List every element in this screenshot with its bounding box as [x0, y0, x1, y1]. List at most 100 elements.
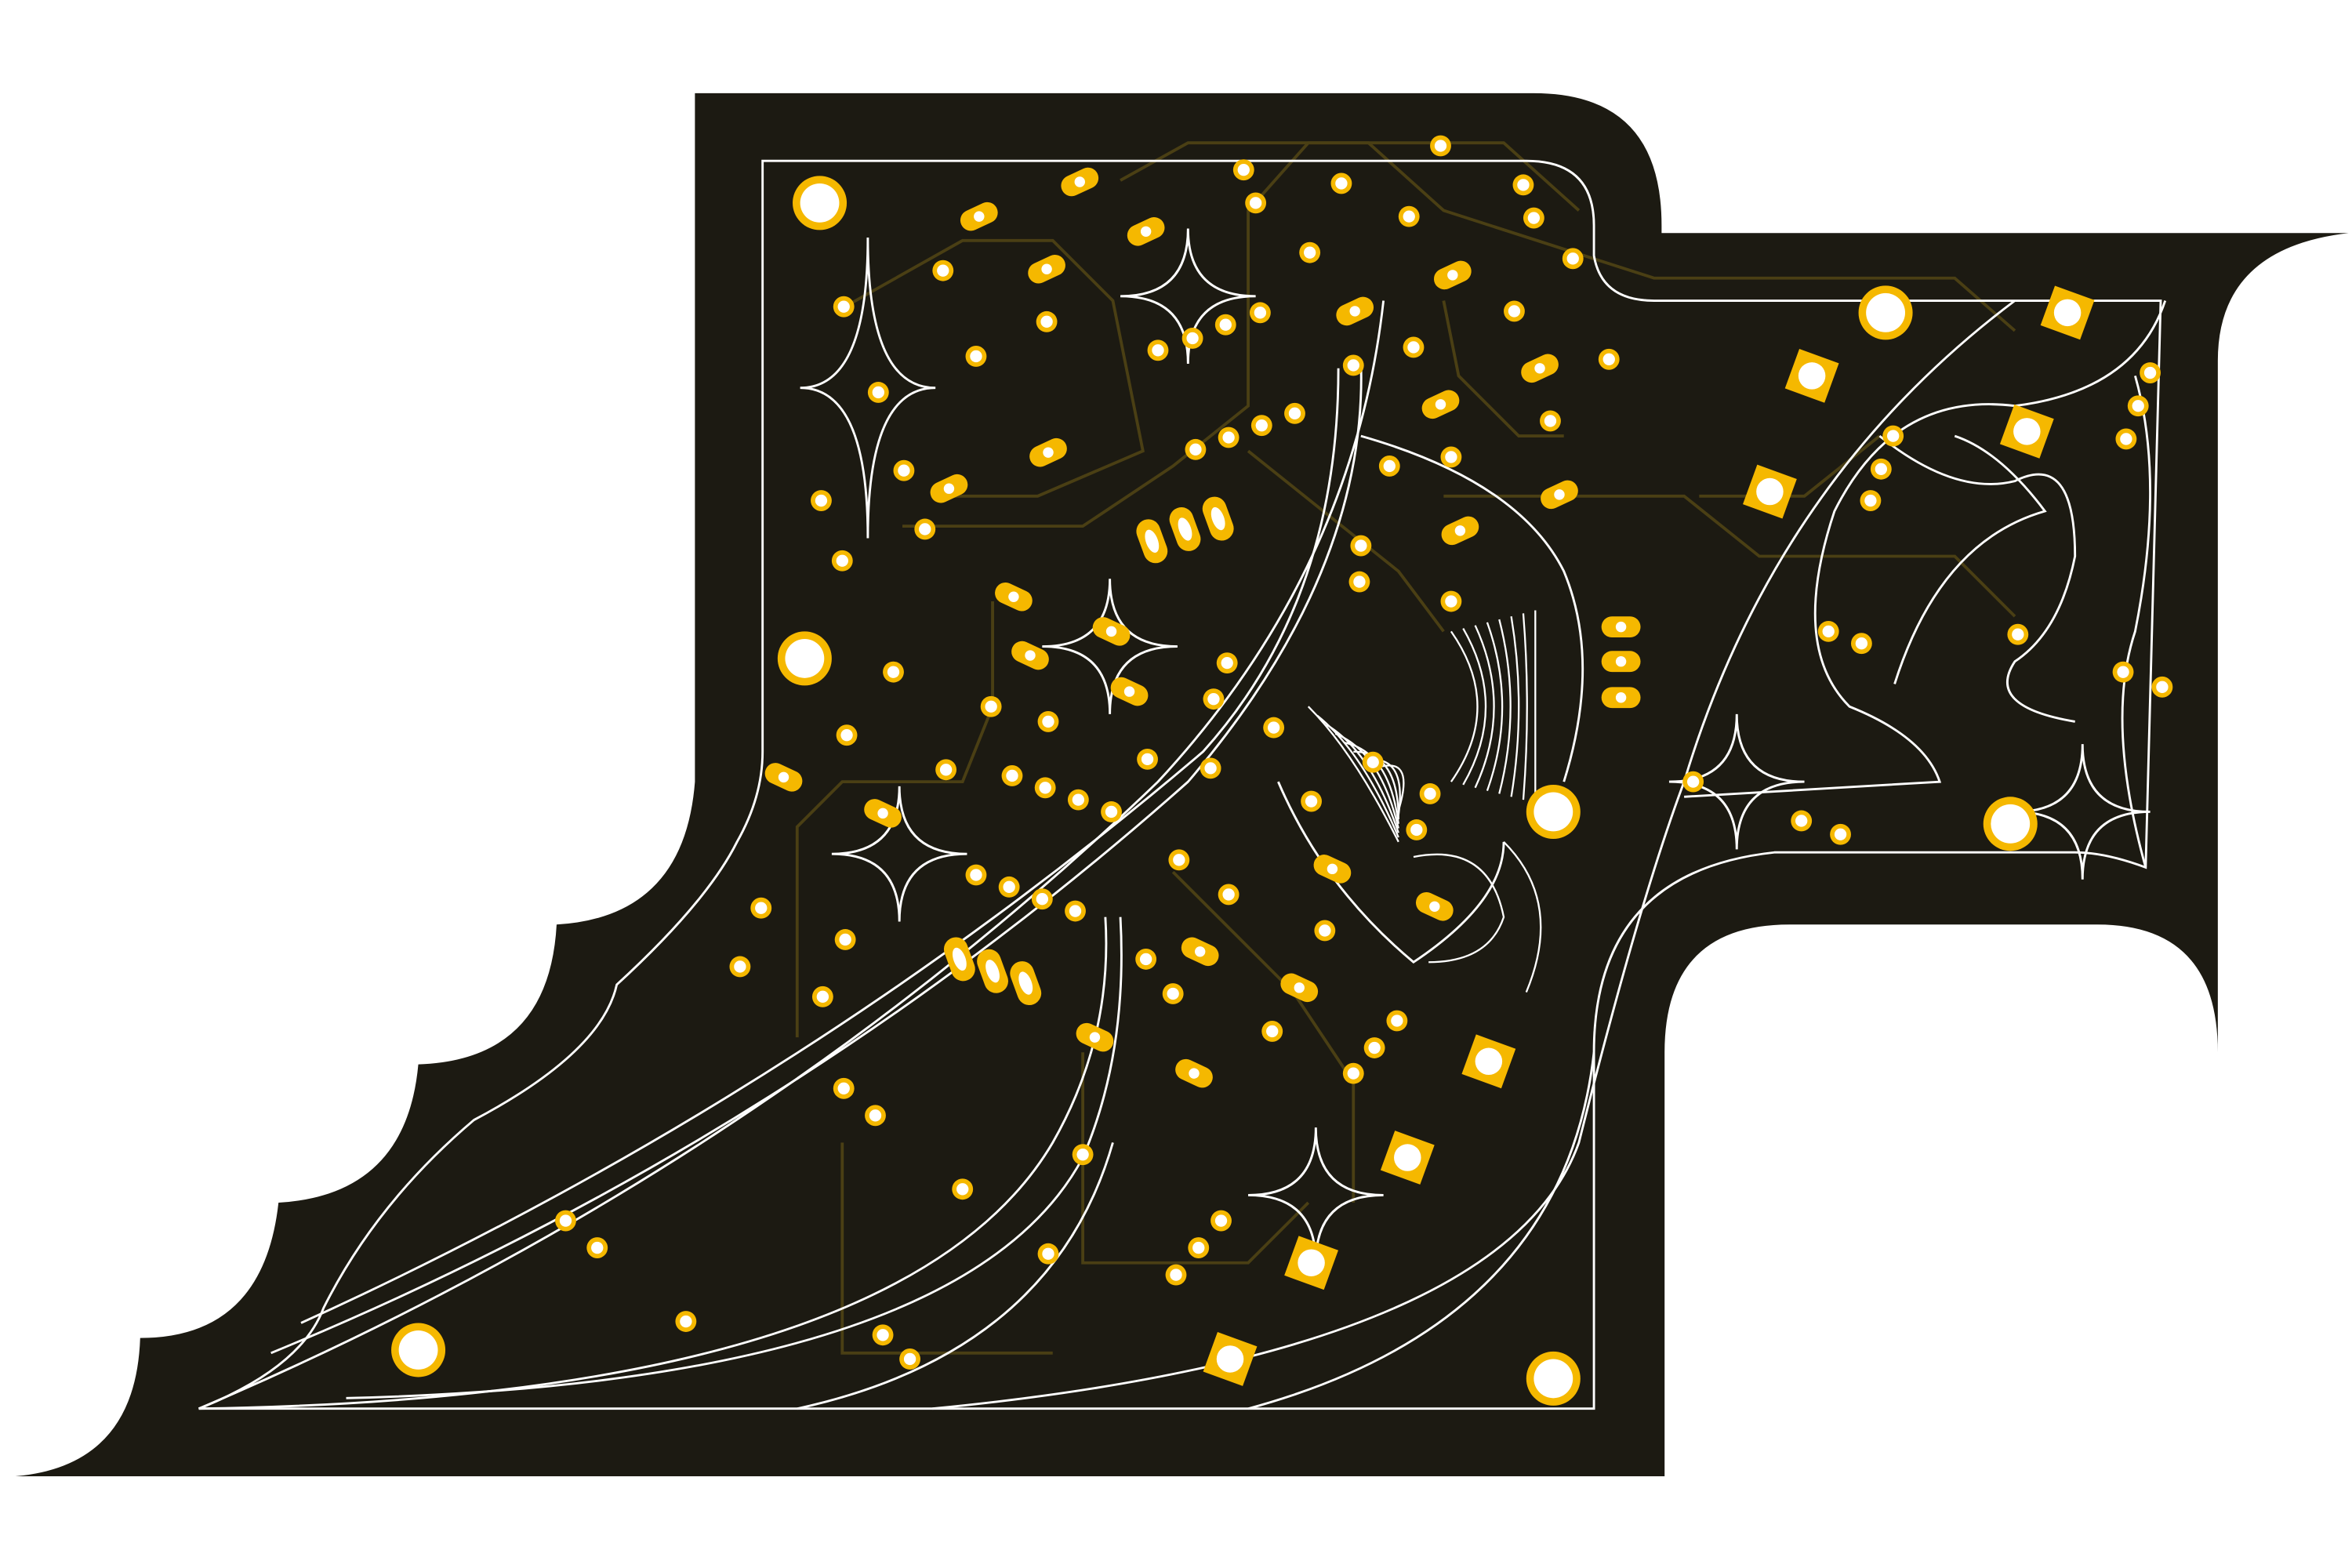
via-hole	[2117, 666, 2129, 678]
sparkle-icon	[1668, 713, 1805, 850]
copper-trace	[840, 1142, 1053, 1355]
via-hole	[1303, 246, 1316, 259]
diamond-pad-hole	[1298, 1249, 1325, 1276]
oval-pad-hole	[1534, 363, 1545, 374]
silkscreen	[198, 159, 2167, 1410]
diamond-pad-hole	[1756, 477, 1784, 506]
oval-pad-hole	[1140, 226, 1152, 238]
oval-pad-hole	[1074, 176, 1085, 187]
claw-scratch-line	[1462, 627, 1487, 786]
via-hole	[1434, 140, 1447, 152]
oval-pad-hole	[1349, 306, 1360, 317]
oval-pad-hole	[1008, 591, 1019, 602]
via-hole	[1173, 854, 1185, 866]
via-hole	[1602, 353, 1615, 365]
via-hole	[1141, 753, 1154, 766]
oval-pad-hole	[1089, 1032, 1101, 1043]
oval-pad-hole	[1447, 270, 1458, 281]
via-hole	[836, 554, 848, 567]
copper-trace	[1171, 870, 1356, 1203]
via-hole	[1383, 459, 1396, 473]
sparkle-icon	[800, 237, 936, 539]
via-hole	[2012, 628, 2024, 641]
via-hole	[815, 494, 828, 507]
claw-scratch-line	[1474, 625, 1495, 789]
copper-trace	[902, 141, 1581, 528]
via-hole	[1288, 407, 1301, 419]
diamond-pad-hole	[2013, 418, 2041, 445]
via-hole	[680, 1315, 692, 1328]
via-hole	[1445, 451, 1457, 463]
via-hole	[869, 1109, 882, 1122]
via-hole	[1886, 430, 1900, 442]
via-hole	[1167, 987, 1179, 1000]
via-hole	[1266, 1025, 1279, 1038]
oval-pad-hole	[1327, 863, 1338, 875]
diamond-pad-hole	[1475, 1047, 1503, 1076]
via-hole	[1105, 805, 1118, 818]
via-hole	[1822, 625, 1835, 638]
via-hole	[1347, 359, 1359, 372]
oval-pad-hole	[1123, 686, 1135, 697]
diamond-pad-hole	[1394, 1144, 1421, 1171]
via-hole	[1319, 924, 1331, 937]
via-hole	[816, 990, 829, 1004]
via-hole	[755, 902, 768, 914]
silkscreen-outline	[198, 159, 2162, 1410]
via-hole	[1192, 1241, 1205, 1254]
oval-pad-hole	[1210, 506, 1225, 531]
claw-scratch-line	[1503, 841, 1542, 993]
via-hole	[1795, 815, 1808, 827]
via-hole	[919, 523, 931, 535]
via-hole	[1039, 782, 1051, 794]
oval-pad-hole	[1454, 525, 1466, 536]
via-hole	[1006, 769, 1018, 782]
via-hole	[1189, 443, 1202, 456]
via-hole	[1335, 177, 1348, 190]
pad-center	[1866, 292, 1906, 332]
via-hole	[2132, 400, 2144, 412]
via-hole	[1864, 494, 1877, 507]
via-hole	[1875, 463, 1887, 475]
via-hole	[903, 1352, 916, 1366]
oval-pad-hole	[952, 947, 967, 971]
diamond-pad-hole	[1216, 1345, 1244, 1373]
via-hole	[1517, 179, 1530, 191]
oval-pad-hole	[778, 771, 789, 783]
via-hole	[2156, 681, 2169, 693]
oval-pad-hole	[877, 808, 888, 819]
via-hole	[956, 1183, 969, 1196]
via-hole	[1221, 656, 1233, 670]
via-hole	[1249, 197, 1262, 209]
copper-trace	[1443, 494, 2016, 618]
via-hole	[837, 1082, 850, 1094]
via-hole	[898, 464, 910, 477]
oval-pad-hole	[1435, 399, 1446, 410]
oval-pad-hole	[1615, 621, 1627, 633]
via-hole	[1042, 715, 1054, 728]
oval-pad-hole	[1189, 1068, 1200, 1079]
via-hole	[970, 869, 982, 881]
oval-pad-hole	[1105, 626, 1117, 637]
claw-scratch-line	[1486, 622, 1504, 792]
via-hole	[1170, 1269, 1182, 1281]
claw-scratch-lines	[1307, 610, 1542, 993]
via-hole	[839, 933, 851, 946]
oval-pad-hole	[1041, 263, 1052, 274]
via-hole	[1186, 332, 1199, 345]
via-hole	[1036, 893, 1049, 906]
oval-pad-hole	[1615, 692, 1627, 703]
sparkle-icon	[2014, 744, 2151, 880]
claw-scratch-line	[1498, 619, 1512, 794]
via-hole	[1305, 795, 1318, 808]
via-hole	[1367, 756, 1379, 768]
via-hole	[1237, 164, 1250, 176]
via-hole	[1686, 775, 1700, 788]
via-hole	[1424, 787, 1436, 800]
via-hole	[1410, 823, 1423, 837]
via-hole	[1355, 539, 1367, 552]
via-hole	[1544, 415, 1557, 427]
via-hole	[1255, 419, 1268, 432]
via-hole	[559, 1214, 572, 1227]
